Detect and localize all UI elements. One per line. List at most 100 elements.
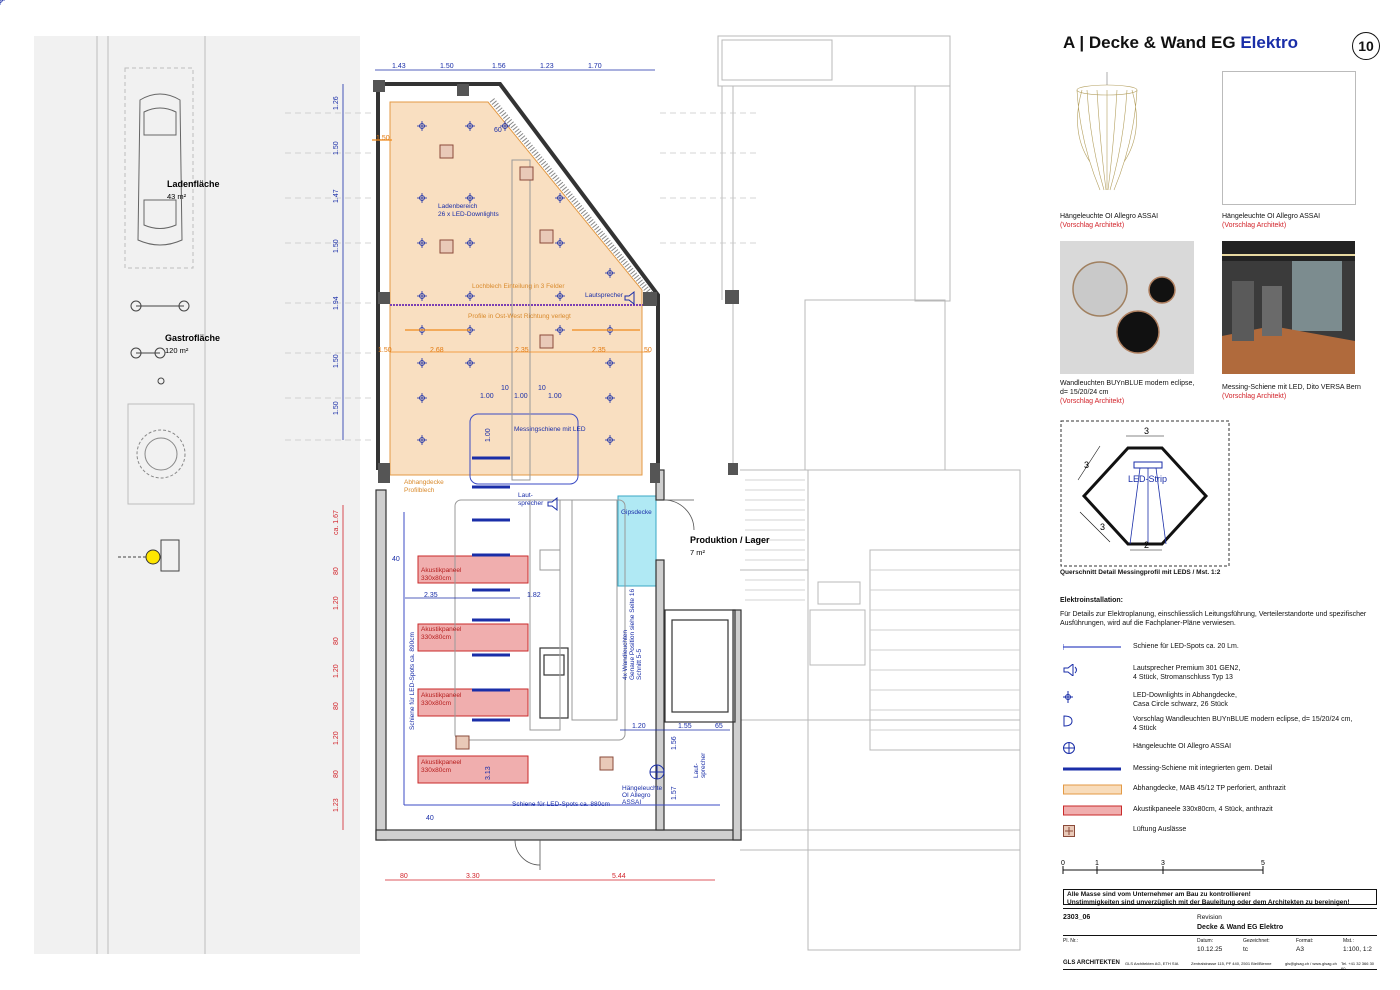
dim-misc-12: 1.00 xyxy=(548,393,562,400)
scale-label-5: 5 xyxy=(1261,860,1265,867)
acoustic-swatch-icon xyxy=(1063,805,1122,816)
ceiling-dimension-arrows xyxy=(372,139,650,353)
dim-left-1: 1.26 xyxy=(333,96,340,110)
label-lautsprecher-3a: Laut- xyxy=(693,763,700,778)
exterior-street xyxy=(96,36,206,954)
dim-misc-5: 2.35 xyxy=(592,347,606,354)
dim-left-6: 1.50 xyxy=(333,354,340,368)
acoustic-panel-3-size: 330x80cm xyxy=(421,700,451,707)
label-lochblech: Lochblech Einteilung in 3 Felder xyxy=(472,283,565,290)
brass-rails xyxy=(472,456,510,722)
legend-text-ceiling: Abhangdecke, MAB 45/12 TP perforiert, an… xyxy=(1133,785,1286,792)
dim-misc-2: 60 xyxy=(494,127,502,134)
dim-misc-22: 3.13 xyxy=(485,766,492,780)
acoustic-panel-2-name: Akustikpaneel xyxy=(421,626,462,633)
pendant-light-photo-placeholder xyxy=(1222,71,1356,205)
dim-red-4: 80 xyxy=(333,637,340,645)
tb-format: A3 xyxy=(1296,946,1304,953)
columns xyxy=(373,80,739,483)
dim-top-5: 1.70 xyxy=(588,63,602,70)
label-lautsprecher-2b: sprecher xyxy=(518,500,544,507)
dim-misc-20: 40 xyxy=(392,556,400,563)
room-gastro-name: Gastrofläche xyxy=(165,333,220,343)
product-caption-4: Messing-Schiene mit LED, Dito VERSA Bern… xyxy=(1222,383,1361,401)
wall-light-icon xyxy=(1063,715,1073,727)
legend-text-speaker: Lautsprecher Premium 301 GEN2, xyxy=(1133,665,1241,672)
dim-misc-19: 1.57 xyxy=(671,786,678,800)
tb-email: gls@glsag.ch / www.glsag.ch xyxy=(1285,961,1337,966)
dim-left-7: 1.50 xyxy=(333,401,340,415)
dim-misc-7: 1.50 xyxy=(378,347,392,354)
vent-icon xyxy=(1063,825,1075,837)
suspended-ceiling-area xyxy=(389,101,643,476)
dim-misc-10: 10 xyxy=(501,385,509,392)
product-2-note: (Vorschlag Architekt) xyxy=(1222,222,1287,229)
legend-text-vent: Lüftung Auslässe xyxy=(1133,826,1187,833)
kitchen-counters xyxy=(454,159,626,741)
rail-thick-icon xyxy=(1063,767,1121,771)
label-haengeleuchte-2: OI Allegro xyxy=(622,792,651,799)
dim-misc-8: 1.00 xyxy=(480,393,494,400)
label-profilblech: Profilblech xyxy=(404,487,435,494)
legend-text-speaker-2: 4 Stück, Stromanschluss Typ 13 xyxy=(1133,674,1233,681)
label-haengeleuchte-1: Hängeleuchte xyxy=(622,785,662,792)
detail-caption: Querschnitt Detail Messingprofil mit LED… xyxy=(1060,569,1221,576)
led-spot-rails xyxy=(403,413,720,806)
detail-dim-left: 3 xyxy=(1084,460,1089,470)
dim-red-9: 1.23 xyxy=(333,798,340,812)
scale-label-1: 1 xyxy=(1095,860,1099,867)
tb-scale: 1:100, 1:2 xyxy=(1343,946,1372,953)
tb-divider xyxy=(1063,935,1377,936)
warning-line-1: Alle Masse sind vom Unternehmer am Bau z… xyxy=(1067,891,1251,898)
room-gastro-area: 120 m² xyxy=(165,346,189,355)
dim-red-3: 1.20 xyxy=(333,596,340,610)
acoustic-panel-3-name: Akustikpaneel xyxy=(421,692,462,699)
dim-red-6: 80 xyxy=(333,702,340,710)
acoustic-panel-4-size: 330x80cm xyxy=(421,767,451,774)
dim-misc-3: 2.68 xyxy=(430,347,444,354)
dimension-lines xyxy=(342,69,730,731)
detail-led-strip-label: LED-Strip xyxy=(1128,474,1167,484)
dim-misc-1: 1.50 xyxy=(376,135,390,142)
dim-misc-23: 1.00 xyxy=(485,428,492,442)
dimension-lines-red xyxy=(342,505,715,881)
dim-left-3: 1.47 xyxy=(333,189,340,203)
acoustic-panel-1-size: 330x80cm xyxy=(421,575,451,582)
dim-left-2: 1.50 xyxy=(333,141,340,155)
product-caption-3: Wandleuchten BUYnBLUE modern eclipse, d=… xyxy=(1060,379,1194,406)
brass-rail-photo xyxy=(1222,241,1355,374)
dim-red-1: ca. 1.67 xyxy=(333,510,340,535)
sheet-title-prefix: A | Decke & Wand EG xyxy=(1063,33,1236,52)
legend-text-acoustic: Akustikpaneele 330x80cm, 4 Stück, anthra… xyxy=(1133,806,1273,813)
product-4-note: (Vorschlag Architekt) xyxy=(1222,393,1287,400)
warning-box: Alle Masse sind vom Unternehmer am Bau z… xyxy=(1063,889,1377,906)
dim-top-4: 1.23 xyxy=(540,63,554,70)
product-caption-1: Hängeleuchte OI Allegro ASSAI (Vorschlag… xyxy=(1060,212,1158,230)
label-wandleuchten-3: Schnitt 5-5 xyxy=(636,649,643,680)
dim-misc-11: 10 xyxy=(538,385,546,392)
sheet-title-accent: Elektro xyxy=(1240,33,1298,52)
product-3-name-2: d= 15/20/24 cm xyxy=(1060,389,1109,396)
dim-misc-14: 1.82 xyxy=(527,592,541,599)
speaker-symbols xyxy=(547,290,635,512)
warning-line-2: Unstimmigkeiten sind unverzüglich mit de… xyxy=(1067,898,1350,906)
product-3-name: Wandleuchten BUYnBLUE modern eclipse, xyxy=(1060,380,1195,387)
dim-misc-16: 1.55 xyxy=(678,723,692,730)
room-prod-name: Produktion / Lager xyxy=(690,535,770,545)
room-prod-area: 7 m² xyxy=(690,548,706,557)
legend-text-wall-light-2: 4 Stück xyxy=(1133,725,1157,732)
dim-red-8: 80 xyxy=(333,770,340,778)
wall-light-photo xyxy=(1060,241,1194,374)
doors xyxy=(514,499,695,870)
pendant-icon xyxy=(1063,742,1075,754)
pendant-light-symbol xyxy=(649,764,665,780)
scale-label-3: 3 xyxy=(1161,860,1165,867)
room-laden-name: Ladenfläche xyxy=(167,179,220,189)
pendant-light-photo xyxy=(1076,72,1138,191)
sheet-title: A | Decke & Wand EG Elektro xyxy=(1063,33,1298,53)
neighbour-building xyxy=(717,35,1021,951)
room-laden-area: 43 m² xyxy=(167,192,187,201)
tb-plan-title: Decke & Wand EG Elektro xyxy=(1197,924,1284,931)
detail-dim-lower: 3 xyxy=(1100,522,1105,532)
label-wandleuchten: 4x Wandleuchten xyxy=(622,630,629,680)
